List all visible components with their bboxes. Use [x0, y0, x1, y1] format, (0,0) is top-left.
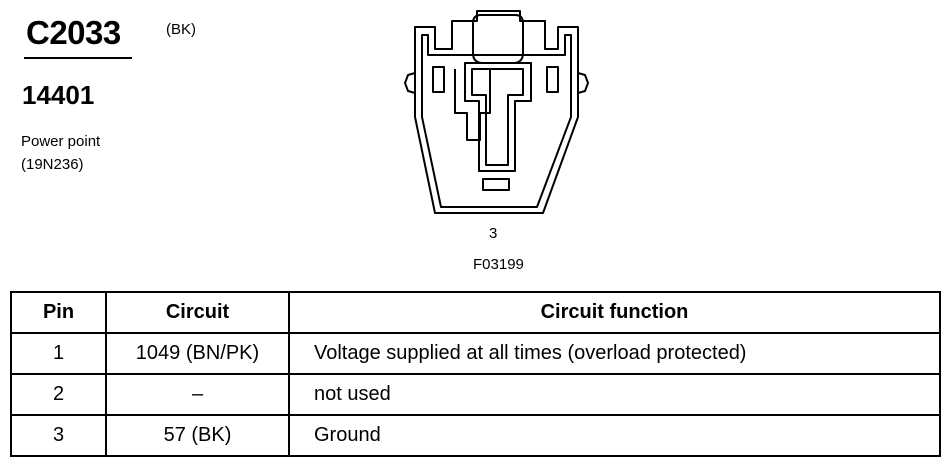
cell-pin: 3 [10, 414, 107, 457]
connector-housing-outline [414, 10, 579, 214]
pin-cavity-1 [432, 66, 445, 93]
connector-housing-inner [421, 34, 572, 208]
cell-pin: 2 [10, 373, 107, 416]
cell-circuit: – [105, 373, 290, 416]
cell-circuit-function: Ground [288, 414, 941, 457]
figure-id: F03199 [473, 256, 524, 273]
cell-circuit: 57 (BK) [105, 414, 290, 457]
table-row: 3 57 (BK) Ground [10, 414, 941, 457]
connector-color: (BK) [166, 21, 196, 38]
cell-circuit-function: not used [288, 373, 941, 416]
pin-callout-label: 3 [489, 225, 498, 242]
header-circuit-function: Circuit function [288, 291, 941, 334]
connector-id: C2033 [26, 14, 121, 51]
part-number: 14401 [22, 80, 95, 110]
connector-key-step [454, 69, 491, 141]
connector-side-tab-left [404, 72, 416, 94]
pin-assignment-table: Pin Circuit Circuit function 1 1049 (BN/… [10, 291, 941, 457]
connector-side-tab-right [577, 72, 589, 94]
pin-3-terminal [471, 68, 524, 166]
component-code: (19N236) [21, 156, 84, 173]
table-row: 1 1049 (BN/PK) Voltage supplied at all t… [10, 332, 941, 375]
header-pin: Pin [10, 291, 107, 334]
pin-3-inner-frame [464, 62, 532, 172]
cell-circuit-function: Voltage supplied at all times (overload … [288, 332, 941, 375]
cell-circuit: 1049 (BN/PK) [105, 332, 290, 375]
pin-3-slot [482, 178, 510, 191]
table-header-row: Pin Circuit Circuit function [10, 291, 941, 334]
connector-face-drawing [404, 10, 589, 214]
table-row: 2 – not used [10, 373, 941, 416]
pin-cavity-2 [546, 66, 559, 93]
connector-id-underline [24, 57, 132, 59]
cell-pin: 1 [10, 332, 107, 375]
connector-latch [472, 14, 524, 64]
header-circuit: Circuit [105, 291, 290, 334]
component-name: Power point [21, 133, 101, 150]
